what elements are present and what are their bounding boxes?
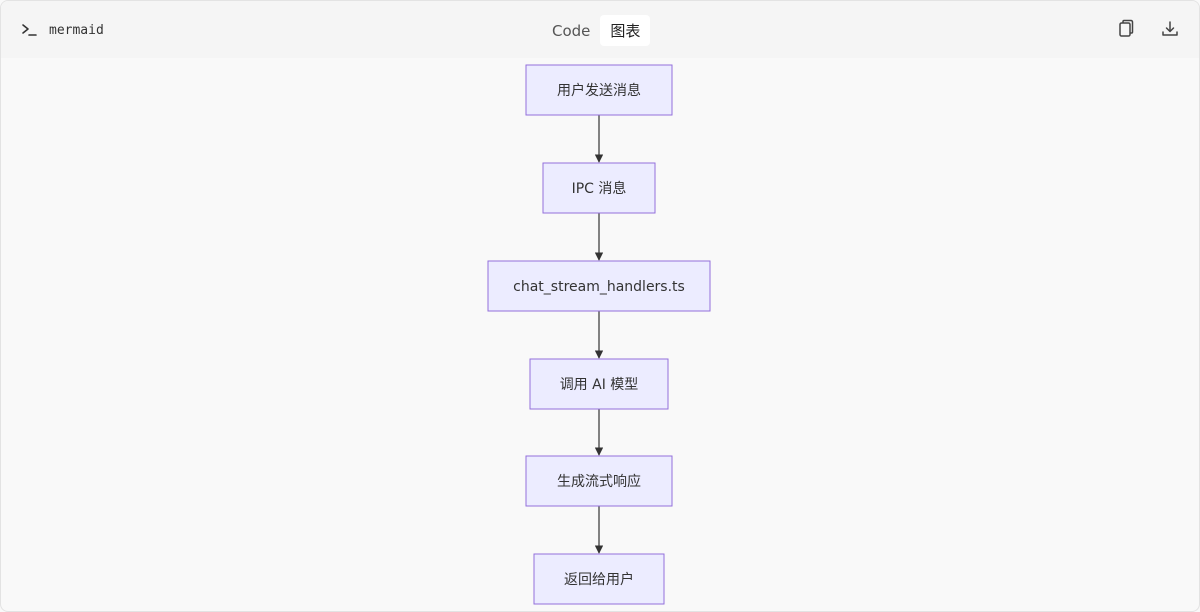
view-tabs: Code 图表 <box>542 15 651 46</box>
flow-node-2: IPC 消息 <box>542 162 656 214</box>
tab-code[interactable]: Code <box>552 21 591 40</box>
flow-node-1: 用户发送消息 <box>525 64 673 116</box>
flow-node-label: 用户发送消息 <box>557 82 641 99</box>
flow-node-box <box>525 64 673 116</box>
flow-node-5: 生成流式响应 <box>525 455 673 507</box>
diagram-canvas: 用户发送消息 IPC 消息 chat_stream_handlers.ts 调用 AI… <box>1 58 1199 611</box>
language-label: mermaid <box>49 22 104 38</box>
flow-node-6: 返回给用户 <box>533 553 665 605</box>
flow-node-4: 调用 AI 模型 <box>529 358 669 410</box>
flow-node-3: chat_stream_handlers.ts <box>487 260 711 312</box>
flow-node-label: IPC 消息 <box>572 180 627 197</box>
viewer-toolbar: mermaid Code 图表 <box>1 1 1199 58</box>
flow-node-box <box>525 455 673 507</box>
flow-node-label: chat_stream_handlers.ts <box>513 279 685 295</box>
flow-node-box <box>533 553 665 605</box>
copy-icon[interactable] <box>1117 19 1135 39</box>
flow-node-label: 生成流式响应 <box>557 473 641 490</box>
toolbar-actions <box>1117 19 1179 39</box>
flow-node-box <box>487 260 711 312</box>
language-indicator: mermaid <box>21 22 104 38</box>
flow-node-box <box>542 162 656 214</box>
tab-diagram[interactable]: 图表 <box>600 15 651 46</box>
flow-node-label: 调用 AI 模型 <box>560 377 639 393</box>
flow-node-label: 返回给用户 <box>564 571 634 588</box>
terminal-icon <box>22 24 37 36</box>
node-layer: 用户发送消息 IPC 消息 chat_stream_handlers.ts 调用 AI… <box>487 64 711 605</box>
flow-node-box <box>529 358 669 410</box>
flowchart: 用户发送消息 IPC 消息 chat_stream_handlers.ts 调用 AI… <box>487 64 711 605</box>
download-icon[interactable] <box>1161 19 1179 39</box>
